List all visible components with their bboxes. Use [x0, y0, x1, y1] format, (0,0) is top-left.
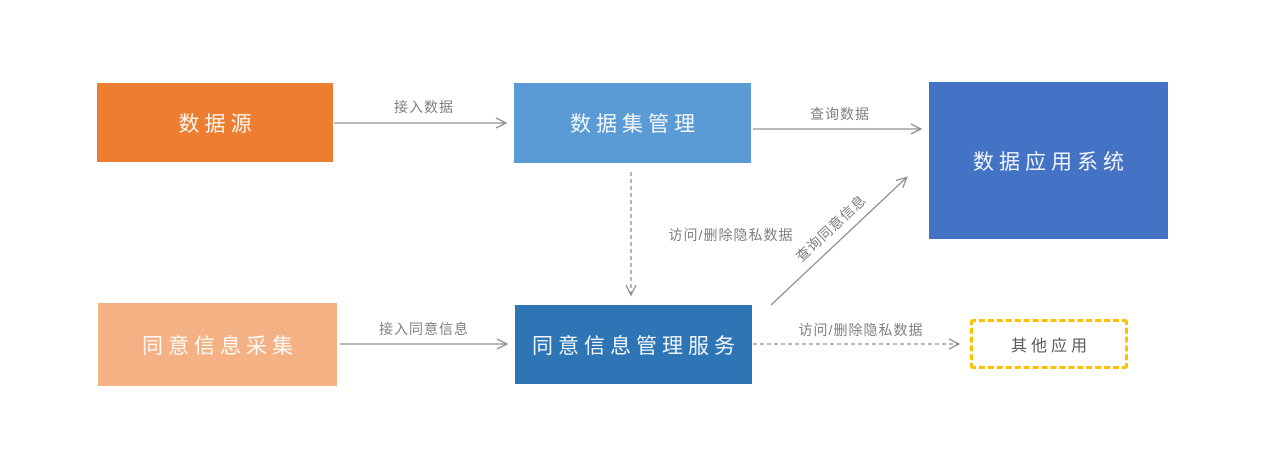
edge-label-access-delete-private-right: 访问/删除隐私数据 [798, 322, 924, 338]
node-consent-info-collection-label: 同意信息采集 [142, 334, 298, 358]
edge-label-query-data: 查询数据 [810, 106, 870, 122]
node-dataset-management-label: 数据集管理 [570, 113, 700, 136]
node-consent-info-management-service-label: 同意信息管理服务 [532, 334, 740, 358]
node-data-source: 数据源 [97, 83, 333, 162]
edge-label-access-data: 接入数据 [394, 99, 454, 115]
node-dataset-management: 数据集管理 [514, 83, 751, 163]
node-data-source-label: 数据源 [178, 112, 257, 136]
node-other-applications: 其他应用 [970, 319, 1128, 369]
node-consent-info-management-service: 同意信息管理服务 [515, 305, 752, 384]
edge-label-access-delete-private-down: 访问/删除隐私数据 [668, 227, 794, 243]
node-data-application-system-label: 数据应用系统 [973, 150, 1129, 174]
node-other-applications-label: 其他应用 [1010, 338, 1091, 355]
node-consent-info-collection: 同意信息采集 [98, 303, 337, 386]
node-data-application-system: 数据应用系统 [929, 82, 1168, 239]
edge-label-query-consent: 查询同意信息 [792, 191, 870, 265]
edge-label-access-consent: 接入同意信息 [379, 321, 469, 337]
